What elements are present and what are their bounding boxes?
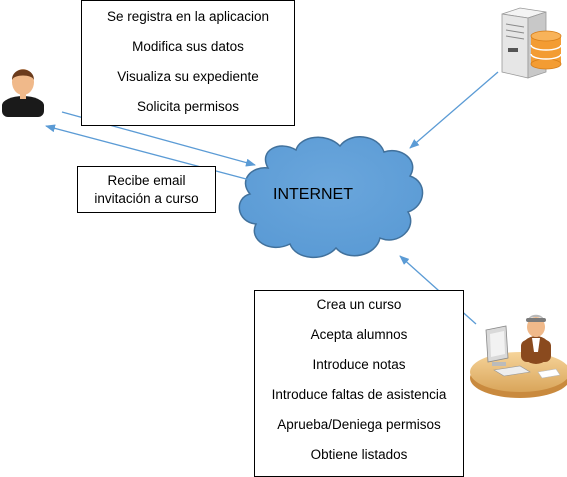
teacher-computer-icon: [470, 314, 567, 398]
email-notice-line-2: invitación a curso: [94, 191, 199, 206]
teacher-action-listings: Obtiene listados: [310, 447, 408, 462]
arrow-internet-to-user: [45, 124, 251, 181]
teacher-actions-box: Crea un curso Acepta alumnos Introduce n…: [254, 290, 464, 477]
email-notice-line-1: Recibe email: [107, 173, 186, 188]
teacher-action-enter-absences: Introduce faltas de asistencia: [271, 387, 447, 402]
user-icon: [2, 69, 44, 117]
user-actions-box: Se registra en la aplicacion Modifica su…: [81, 0, 295, 126]
email-notice-box: Recibe email invitación a curso: [77, 166, 216, 213]
user-action-register: Se registra en la aplicacion: [106, 9, 270, 24]
internet-label: INTERNET: [273, 186, 353, 203]
teacher-action-create-course: Crea un curso: [316, 297, 402, 312]
arrow-server-to-internet: [409, 71, 499, 149]
server-database-icon: [501, 7, 562, 79]
teacher-action-enter-grades: Introduce notas: [312, 357, 406, 372]
user-action-modify: Modifica sus datos: [132, 39, 244, 54]
teacher-action-accept-students: Acepta alumnos: [310, 327, 408, 342]
user-action-permissions: Solicita permisos: [136, 99, 240, 114]
user-action-view-record: Visualiza su expediente: [117, 69, 259, 84]
teacher-action-permissions: Aprueba/Deniega permisos: [277, 417, 441, 432]
internet-cloud: [238, 136, 424, 258]
